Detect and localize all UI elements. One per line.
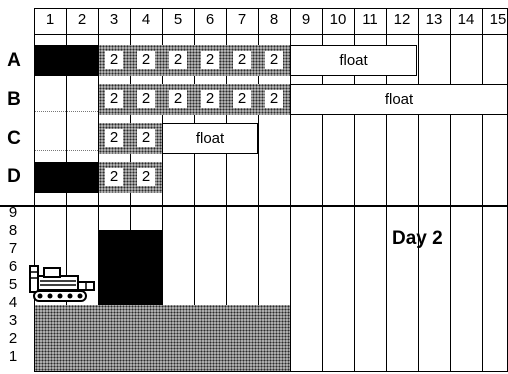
crew-count-a-5: 2 <box>169 51 187 69</box>
y-axis-label-2: 2 <box>6 333 20 345</box>
y-axis-label-1: 1 <box>6 351 20 363</box>
crew-count-d-3: 2 <box>105 168 123 186</box>
float-bar-a: float <box>290 45 417 76</box>
activity-bar-a-done <box>35 45 98 76</box>
crew-count-a-4: 2 <box>137 51 155 69</box>
column-header-7: 7 <box>226 6 258 34</box>
resource-histogram-peak <box>99 230 162 305</box>
float-bar-c: float <box>162 123 258 154</box>
y-axis-label-4: 4 <box>6 297 20 309</box>
grid-line-top <box>34 8 508 9</box>
crew-count-b-5: 2 <box>169 90 187 108</box>
float-bar-b: float <box>290 84 508 115</box>
grid-line-bottom <box>34 371 508 372</box>
y-axis-label-5: 5 <box>6 279 20 291</box>
crew-count-b-8: 2 <box>265 90 283 108</box>
crew-count-b-6: 2 <box>201 90 219 108</box>
grid-line-header <box>34 34 508 35</box>
column-header-6: 6 <box>194 6 226 34</box>
column-header-9: 9 <box>290 6 322 34</box>
guide-line-b <box>35 111 98 113</box>
grid-line-vertical <box>450 8 451 372</box>
column-header-15: 15 <box>482 6 508 34</box>
column-header-8: 8 <box>258 6 290 34</box>
column-header-10: 10 <box>322 6 354 34</box>
y-axis-label-7: 7 <box>6 243 20 255</box>
crew-count-c-3: 2 <box>105 129 123 147</box>
crew-count-d-4: 2 <box>137 168 155 186</box>
y-axis-label-8: 8 <box>6 225 20 237</box>
crew-count-a-3: 2 <box>105 51 123 69</box>
crew-count-a-7: 2 <box>233 51 251 69</box>
column-header-12: 12 <box>386 6 418 34</box>
row-label-a: A <box>4 50 24 72</box>
row-label-b: B <box>4 89 24 111</box>
row-label-d: D <box>4 166 24 188</box>
column-header-4: 4 <box>130 6 162 34</box>
guide-line-c <box>35 150 98 152</box>
column-header-1: 1 <box>34 6 66 34</box>
row-label-c: C <box>4 128 24 150</box>
crew-count-c-4: 2 <box>137 129 155 147</box>
crew-count-b-7: 2 <box>233 90 251 108</box>
grid-line-vertical <box>418 8 419 372</box>
grid-line-vertical <box>482 8 483 372</box>
crew-count-b-3: 2 <box>105 90 123 108</box>
activity-bar-b-crew <box>99 84 290 115</box>
column-header-11: 11 <box>354 6 386 34</box>
column-header-14: 14 <box>450 6 482 34</box>
crew-count-b-4: 2 <box>137 90 155 108</box>
column-header-3: 3 <box>98 6 130 34</box>
y-axis-label-3: 3 <box>6 315 20 327</box>
resource-histogram-base <box>35 305 290 371</box>
section-divider <box>0 205 508 207</box>
column-header-13: 13 <box>418 6 450 34</box>
y-axis-label-6: 6 <box>6 261 20 273</box>
y-axis-label-9: 9 <box>6 207 20 219</box>
crew-count-a-8: 2 <box>265 51 283 69</box>
column-header-5: 5 <box>162 6 194 34</box>
activity-bar-a-crew <box>99 45 290 76</box>
column-header-2: 2 <box>66 6 98 34</box>
activity-bar-d-done <box>35 162 98 193</box>
crew-count-a-6: 2 <box>201 51 219 69</box>
day-label: Day 2 <box>392 228 443 250</box>
construction-machine-icon <box>26 258 98 306</box>
